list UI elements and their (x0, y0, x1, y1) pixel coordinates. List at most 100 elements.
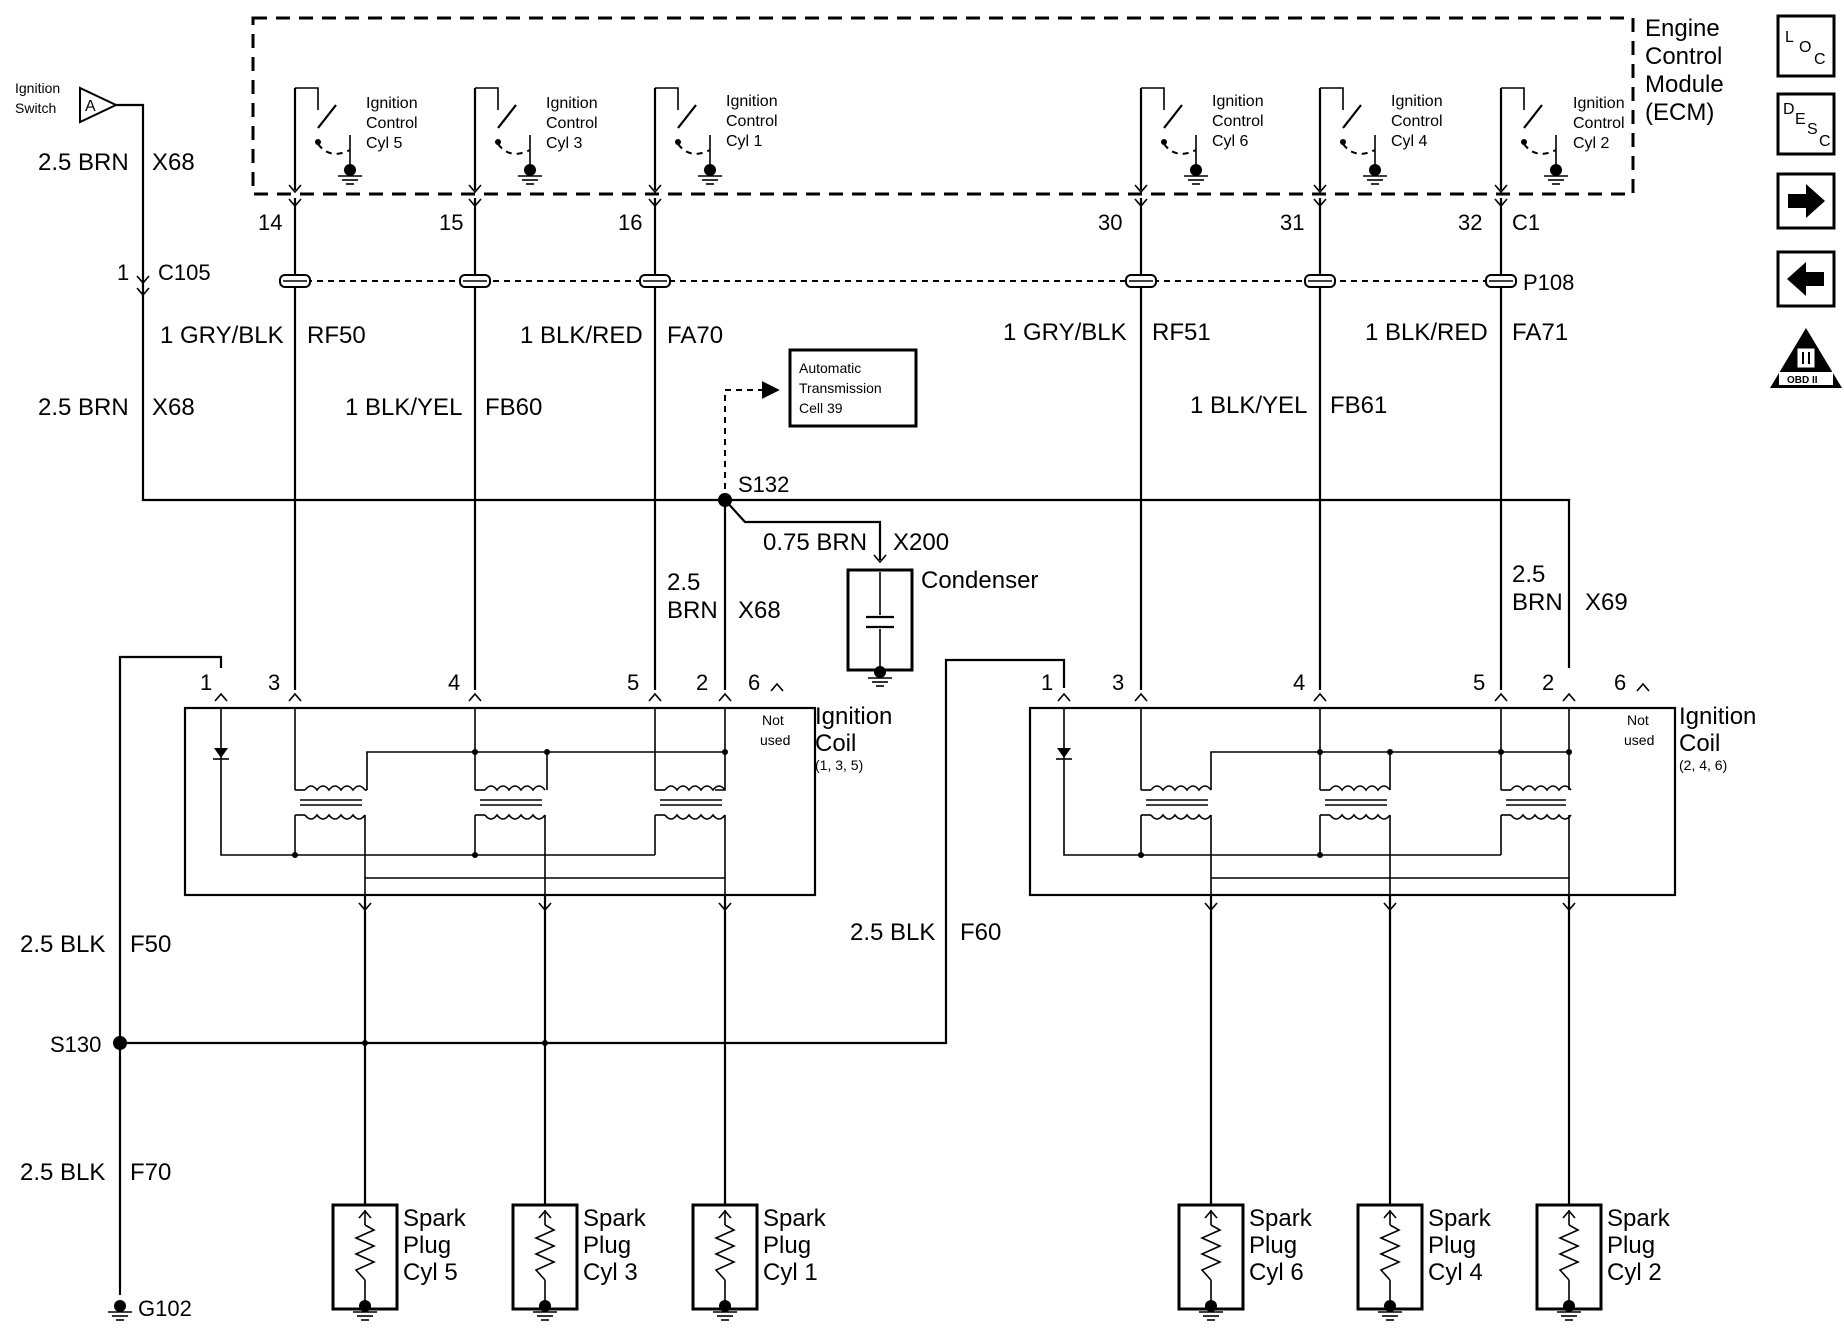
spark-plug-label: Spark (1249, 1205, 1313, 1232)
coil-pin: 4 (448, 670, 460, 695)
ign-control-label: Cyl 1 (726, 133, 763, 150)
coil-title: Coil (1679, 730, 1720, 757)
c105-label: C105 (158, 260, 211, 285)
spark-plug-label: Spark (1428, 1205, 1492, 1232)
spark-plug-label: Cyl 6 (1249, 1259, 1304, 1286)
coil-transformer (654, 785, 726, 895)
spark-plug-label: Plug (1428, 1232, 1476, 1259)
coil-pin: 2 (1542, 670, 1554, 695)
auto-trans-label: Automatic Transmission Cell 39 (799, 360, 886, 416)
desc-button[interactable]: D E S C (1776, 92, 1836, 156)
auto-trans-link (724, 381, 780, 500)
wire-label-circuit: F50 (130, 931, 171, 958)
wire-label-gauge: 0.75 BRN (763, 529, 867, 556)
spark-plug-label: Spark (1607, 1205, 1671, 1232)
ign-control-label: Control (1212, 113, 1264, 130)
desc-letter: C (1819, 133, 1831, 150)
coil-cylinders: (1, 3, 5) (815, 757, 863, 773)
wire-label-gauge: 2.5 BLK (20, 931, 105, 958)
ground-label: G102 (138, 1296, 192, 1321)
ecm-label: Engine Control Module (ECM) (1645, 15, 1730, 126)
wire-label-circuit: X200 (893, 529, 949, 556)
wire-label-gauge: 1 BLK/RED (520, 322, 643, 349)
ecm-pin: 16 (618, 210, 642, 235)
wire-label-gauge-line: BRN (1512, 589, 1563, 616)
wire-label-gauge: 2.5 BRN (38, 394, 129, 421)
coil-cylinders: (2, 4, 6) (1679, 757, 1727, 773)
ecm-pin: 15 (439, 210, 463, 235)
wire-label-circuit: X68 (152, 394, 195, 421)
ecm-pin: 14 (258, 210, 282, 235)
wire-label-gauge-line: 2.5 (1512, 561, 1545, 588)
spark-plug-label: Plug (583, 1232, 631, 1259)
spark-plug-label: Cyl 3 (583, 1259, 638, 1286)
wire-label-circuit: FB61 (1330, 392, 1387, 419)
not-used-label: used (760, 732, 790, 748)
ign-control-label: Control (546, 115, 598, 132)
coil-pin: 1 (1041, 670, 1053, 695)
wire-label-gauge: 1 GRY/BLK (1003, 319, 1127, 346)
coil-transformer (474, 785, 546, 895)
wire-label-circuit: FB60 (485, 394, 542, 421)
wire-label-circuit: RF51 (1152, 319, 1211, 346)
previous-page-button[interactable] (1776, 250, 1836, 308)
ecm-connector-label: C1 (1512, 210, 1540, 235)
ignition-switch-line: Ignition (15, 80, 60, 96)
wire-label-gauge: 1 BLK/YEL (1190, 392, 1307, 419)
obd-ii-label: OBD II (1787, 375, 1818, 386)
not-used-label: Not (762, 712, 784, 728)
wire-label-circuit: F70 (130, 1159, 171, 1186)
coil-transformer (1500, 785, 1572, 895)
ign-control-label: Control (1573, 115, 1625, 132)
ecm-label-line: (ECM) (1645, 99, 1714, 126)
coil-transformer (1140, 785, 1212, 895)
wire-label-gauge: 1 BLK/YEL (345, 394, 462, 421)
desc-letter: E (1795, 111, 1806, 128)
ecm-pin: 30 (1098, 210, 1122, 235)
auto-trans-line: Cell 39 (799, 400, 843, 416)
wire-label-gauge: 1 GRY/BLK (160, 322, 284, 349)
coil-pin: 6 (748, 670, 760, 695)
wire-label-circuit: X68 (152, 149, 195, 176)
wire-label-gauge-line: BRN (667, 597, 718, 624)
spark-plug-label: Plug (1607, 1232, 1655, 1259)
wire-label-circuit: RF50 (307, 322, 366, 349)
c105-pin: 1 (117, 260, 129, 285)
ign-control-label: Cyl 3 (546, 135, 583, 152)
ign-control-label: Cyl 4 (1391, 133, 1428, 150)
not-used-label: used (1624, 732, 1654, 748)
p108-label: P108 (1523, 270, 1574, 295)
wire-label-gauge: 2.5 BRN (38, 149, 129, 176)
coil-pin: 4 (1293, 670, 1305, 695)
loc-letter: L (1785, 29, 1794, 46)
coil-pin: 5 (1473, 670, 1485, 695)
ecm-label-line: Module (1645, 71, 1724, 98)
desc-letter: S (1807, 121, 1818, 138)
spark-plug-label: Plug (763, 1232, 811, 1259)
spark-plug-wires (358, 895, 1576, 1210)
ign-control-label: Control (1391, 113, 1443, 130)
next-page-button[interactable] (1776, 172, 1836, 230)
ign-control-label: Ignition (546, 95, 598, 112)
ign-control-label: Ignition (1391, 93, 1443, 110)
loc-button[interactable]: L O C (1776, 14, 1836, 78)
desc-letter: D (1783, 101, 1795, 118)
coil-pin: 3 (1112, 670, 1124, 695)
wire-label-gauge: 2.5 BLK (850, 919, 935, 946)
obd-ii-button[interactable]: OBD II (1770, 328, 1842, 388)
